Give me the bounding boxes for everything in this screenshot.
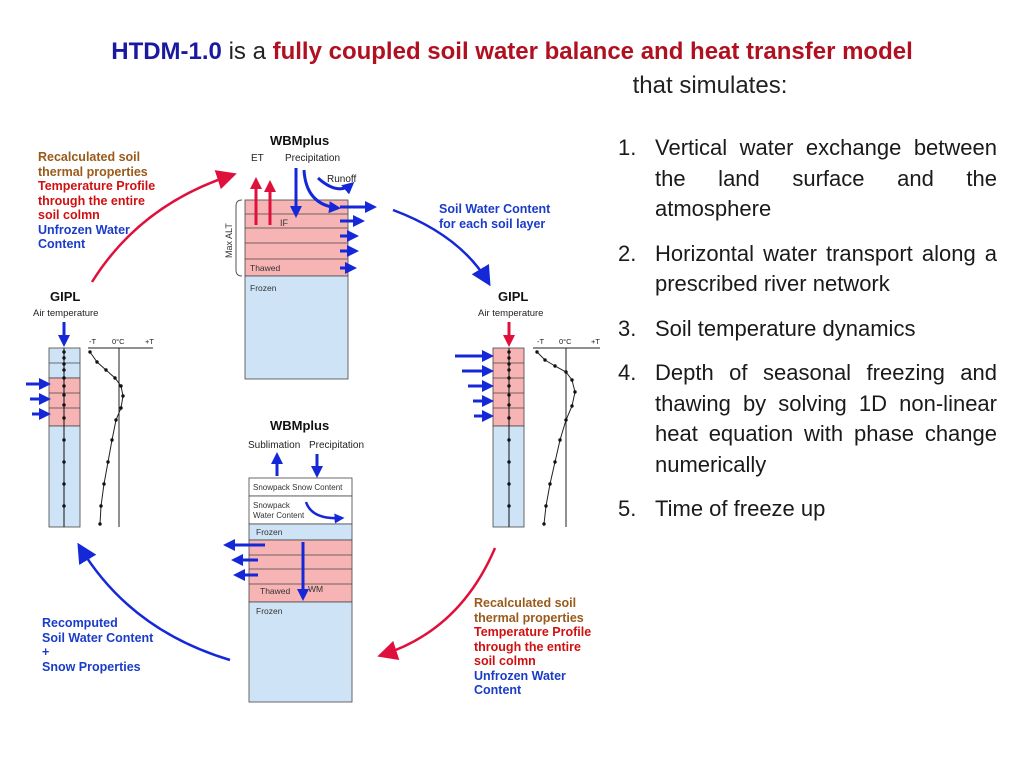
model-name: HTDM-1.0: [111, 38, 222, 65]
title-line-2: that simulates:: [632, 72, 788, 99]
svg-text:-T: -T: [537, 337, 544, 346]
svg-text:GIPL: GIPL: [50, 289, 80, 304]
svg-text:Snowpack: Snowpack: [253, 501, 291, 510]
svg-text:Thawed: Thawed: [250, 263, 281, 273]
frozen-layer: [244, 275, 349, 380]
svg-text:Air temperature: Air temperature: [478, 308, 543, 319]
bottom-left-label: Recomputed Soil Water Content + Snow Pro…: [42, 616, 154, 674]
svg-text:ET: ET: [251, 153, 264, 164]
cycle-arrow-bottom-right: [377, 547, 497, 660]
runoff-arrow: [302, 169, 341, 214]
svg-text:Sublimation: Sublimation: [248, 440, 300, 451]
wbm-top-title: WBMplus: [270, 133, 329, 148]
svg-text:Frozen: Frozen: [256, 527, 283, 537]
frozen-layer: [248, 601, 353, 703]
runoff-arrow: [316, 176, 355, 195]
svg-text:Frozen: Frozen: [256, 606, 283, 616]
svg-text:-T: -T: [89, 337, 96, 346]
svg-text:Thawed: Thawed: [260, 586, 291, 596]
svg-text:Air temperature: Air temperature: [33, 308, 98, 319]
list-item: 4.Depth of seasonal freezing and thawing…: [618, 360, 997, 477]
model-description: fully coupled soil water balance and hea…: [272, 38, 913, 65]
svg-text:0°C: 0°C: [112, 337, 125, 346]
bottom-right-label: Recalculated soil thermal properties Tem…: [474, 596, 592, 697]
wbm-top-panel: WBMplus ET Precipitation Runoff IF Thawe…: [224, 133, 377, 380]
gipl-right-panel: GIPL Air temperature -T 0°C +T: [455, 289, 600, 528]
svg-text:Snowpack Snow Content: Snowpack Snow Content: [253, 483, 343, 492]
svg-text:Runoff: Runoff: [327, 174, 357, 185]
gipl-left-panel: GIPL Air temperature -T 0°C +T: [26, 289, 154, 528]
svg-text:Max ALT: Max ALT: [224, 223, 234, 258]
svg-text:0°C: 0°C: [559, 337, 572, 346]
svg-text:Precipitation: Precipitation: [309, 440, 364, 451]
svg-text:Frozen: Frozen: [250, 283, 277, 293]
cycle-arrow-top-right: [392, 208, 491, 287]
temperature-profile: [536, 351, 576, 525]
cycle-arrow-top-left: [90, 170, 237, 283]
feature-list: 1.Vertical water exchange between the la…: [612, 133, 997, 539]
svg-text:Precipitation: Precipitation: [285, 153, 340, 164]
svg-text:GIPL: GIPL: [498, 289, 528, 304]
list-item: 5.Time of freeze up: [618, 496, 826, 521]
wbm-bottom-panel: WBMplus Sublimation Precipitation Snowpa…: [223, 418, 364, 703]
cycle-arrow-bottom-left: [77, 542, 231, 662]
thawed-layer: [248, 539, 353, 603]
wbm-bottom-title: WBMplus: [270, 418, 329, 433]
top-left-label: Recalculated soil thermal properties Tem…: [38, 150, 156, 251]
svg-text:WM: WM: [308, 584, 323, 594]
top-right-label: Soil Water Content for each soil layer: [439, 202, 551, 231]
svg-text:+T: +T: [145, 337, 154, 346]
slide-title: HTDM-1.0 is a fully coupled soil water b…: [0, 38, 1024, 66]
svg-text:Water Content: Water Content: [253, 511, 305, 520]
list-item: 1.Vertical water exchange between the la…: [618, 135, 997, 221]
temperature-profile: [89, 351, 124, 525]
list-item: 3.Soil temperature dynamics: [618, 315, 916, 341]
svg-text:+T: +T: [591, 337, 600, 346]
svg-text:IF: IF: [280, 218, 289, 228]
title-connector: is a: [221, 38, 273, 65]
list-item: 2.Horizontal water transport along a pre…: [618, 240, 997, 297]
